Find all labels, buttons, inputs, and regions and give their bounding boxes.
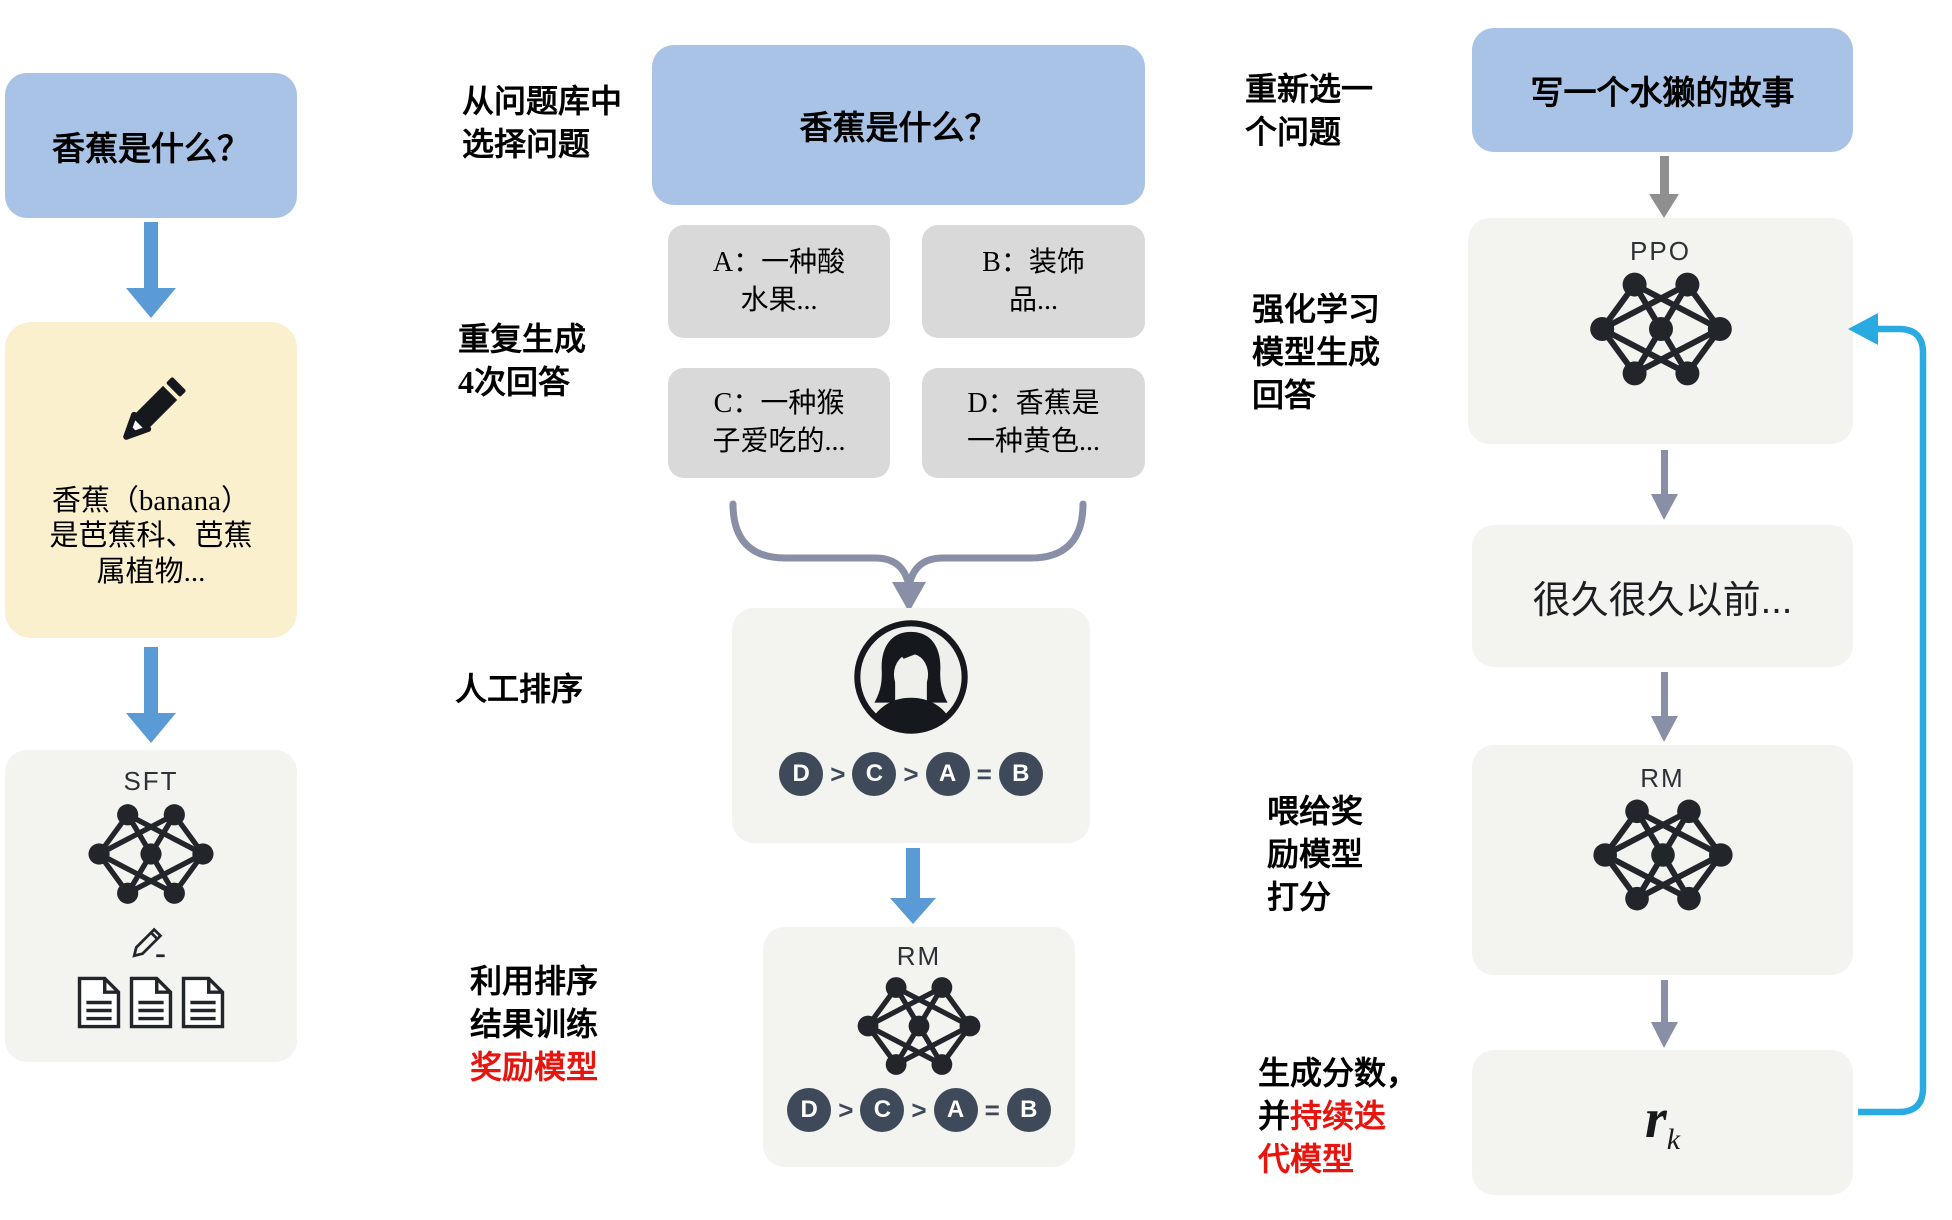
- sft-question-text: 香蕉是什么？: [52, 131, 250, 168]
- avatar-icon: [854, 620, 968, 734]
- ppo-model-box: PPO: [1468, 218, 1853, 444]
- document-icon: [77, 976, 121, 1029]
- ppo-response-text: 很久很久以前...: [1532, 579, 1793, 622]
- network-icon: [1589, 272, 1732, 386]
- ppo-response-box: 很久很久以前...: [1472, 525, 1853, 667]
- rm-scoring-box: RM: [1472, 745, 1853, 975]
- rank-separator: =: [984, 1094, 1000, 1125]
- label-generate-score: 生成分数， 并持续迭 代模型: [1258, 1052, 1438, 1181]
- label-train-black: 利用排序 结果训练: [470, 963, 599, 1042]
- rank-badge: A: [933, 1088, 978, 1132]
- ppo-model-label: PPO: [1630, 236, 1691, 266]
- arrow-down-gray: [1649, 156, 1679, 218]
- human-ranking-box: D > C > A = B: [732, 608, 1090, 843]
- feedback-loop-arrow: [1848, 313, 1927, 1116]
- rank-separator: >: [838, 1094, 854, 1125]
- arrow-down-blue-3: [890, 848, 936, 924]
- answer-box-b: B：装饰 品...: [922, 225, 1145, 338]
- human-ranking-result: D > C > A = B: [779, 752, 1043, 796]
- answer-box-a: A：一种酸 水果...: [668, 225, 890, 338]
- arrow-down-blue-1: [126, 222, 176, 318]
- rm-ranking-result: D > C > A = B: [787, 1088, 1051, 1132]
- network-icon: [88, 804, 214, 904]
- rank-badge: A: [925, 752, 970, 796]
- label-human-ranking: 人工排序: [455, 671, 584, 707]
- rank-badge: C: [860, 1088, 905, 1132]
- score-r: r: [1644, 1088, 1667, 1151]
- label-score-red: 持续迭 代模型: [1258, 1097, 1387, 1177]
- rank-separator: >: [903, 758, 919, 789]
- label-generate-answers: 重复生成 4次回答: [458, 321, 587, 400]
- rank-separator: >: [830, 758, 846, 789]
- arrow-down-blue-2: [126, 647, 176, 743]
- label-rl-generate: 强化学习 模型生成 回答: [1252, 291, 1381, 413]
- pencil-outline-icon: [132, 927, 165, 958]
- rank-badge: C: [852, 752, 897, 796]
- sft-model-box: SFT: [5, 750, 297, 1062]
- documents: [76, 975, 226, 1030]
- sft-model-label: SFT: [123, 766, 179, 796]
- arrow-down-slate-3: [1651, 980, 1678, 1048]
- rm-question-text: 香蕉是什么？: [799, 111, 998, 147]
- reward-score-value: rk: [1645, 1087, 1680, 1157]
- label-score-black: 生成分数， 并: [1258, 1055, 1419, 1134]
- network-icon: [1592, 799, 1733, 911]
- label-train-red: 奖励模型: [470, 1048, 599, 1085]
- score-k-subscript: k: [1666, 1123, 1681, 1157]
- arrow-down-slate-1: [1651, 450, 1678, 520]
- gather-brace-arrow: [729, 500, 1087, 612]
- rank-badge: D: [779, 752, 824, 796]
- label-feed-reward-model: 喂给奖 励模型 打分: [1267, 793, 1364, 915]
- label-train-reward-model: 利用排序 结果训练 奖励模型: [470, 960, 645, 1089]
- rank-badge: D: [787, 1088, 832, 1132]
- rm-question-box: 香蕉是什么？: [652, 45, 1145, 205]
- demo-answer-text: 香蕉（banana） 是芭蕉科、芭蕉 属植物...: [49, 485, 253, 588]
- human-demo-box: 香蕉（banana） 是芭蕉科、芭蕉 属植物...: [5, 322, 297, 638]
- rank-badge: B: [1006, 1088, 1051, 1132]
- rank-separator: =: [976, 758, 992, 789]
- pencil-icon: [123, 377, 186, 440]
- network-icon: [857, 977, 981, 1075]
- reward-score-box: rk: [1472, 1050, 1853, 1195]
- rank-separator: >: [911, 1094, 927, 1125]
- document-icon: [181, 976, 225, 1029]
- rank-badge: B: [998, 752, 1043, 796]
- label-select-question: 从问题库中 选择问题: [462, 83, 623, 162]
- ppo-question-box: 写一个水獭的故事: [1472, 28, 1853, 152]
- document-icon: [129, 976, 173, 1029]
- reward-model-box: RM D > C > A = B: [763, 927, 1075, 1167]
- arrow-down-slate-2: [1651, 672, 1678, 742]
- ppo-question-text: 写一个水獭的故事: [1530, 76, 1795, 112]
- answer-box-d: D：香蕉是 一种黄色...: [922, 368, 1145, 478]
- rm-scoring-label: RM: [1640, 763, 1685, 793]
- rm-model-label: RM: [896, 941, 942, 971]
- answer-box-c: C：一种猴 子爱吃的...: [668, 368, 890, 478]
- label-new-question: 重新选一 个问题: [1245, 71, 1374, 150]
- sft-question-box: 香蕉是什么？: [5, 73, 297, 218]
